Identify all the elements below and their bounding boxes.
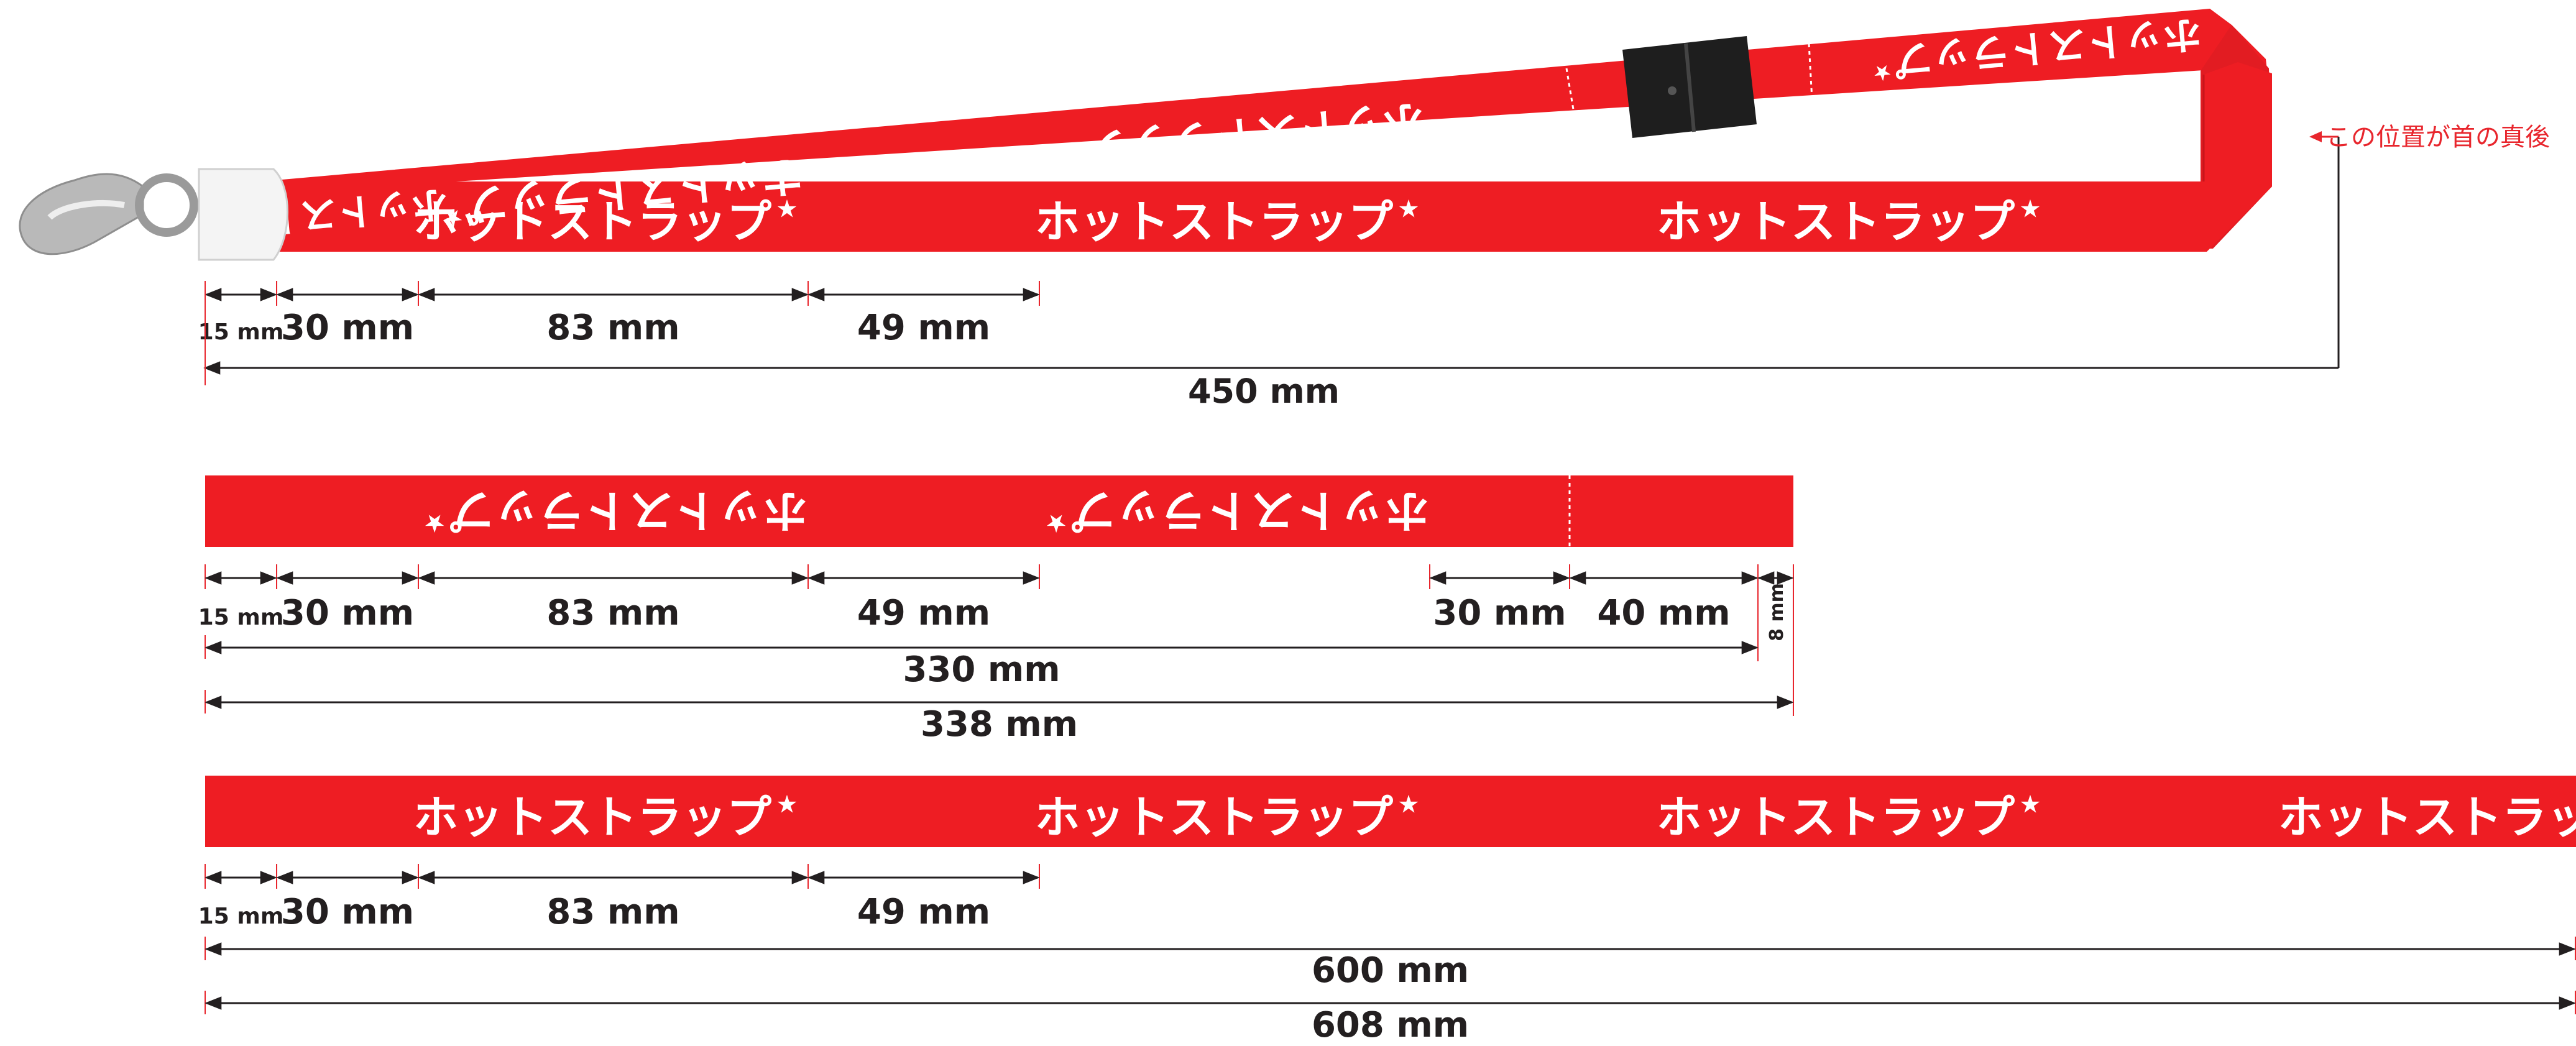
dimension-label: 30 mm: [281, 892, 414, 932]
star-icon: ★: [2019, 791, 2041, 819]
lobster-clasp: [19, 173, 198, 255]
brand-print: ホットストラップ★: [2278, 791, 2576, 843]
brand-text: ホットストラップ: [413, 196, 771, 248]
stitch-line: [1808, 43, 1813, 100]
dimension-label: 83 mm: [546, 308, 679, 348]
strap-end-cap: [198, 168, 288, 261]
brand-text: ホットストラップ: [450, 484, 808, 536]
star-icon: ★: [129, 229, 150, 254]
brand-text: ホットストラップ: [1035, 196, 1393, 248]
dimension-label: 83 mm: [546, 593, 679, 633]
dimension-label: 83 mm: [546, 892, 679, 932]
star-icon: ★: [1063, 148, 1086, 177]
star-icon: ★: [776, 195, 798, 224]
lanyard-upper-strap: [261, 9, 2272, 194]
brand-print: ホットストラップ★: [413, 791, 798, 843]
dimension-label: 30 mm: [281, 308, 414, 348]
brand-print: ホットストラップ★: [413, 195, 798, 248]
breakaway-buckle: [1622, 36, 1757, 138]
brand-text: ホットストラップ: [1072, 484, 1430, 536]
brand-text: ホットストラップ: [2278, 791, 2576, 843]
strip-600-band: [205, 776, 2576, 847]
brand-text: ホットストラップ: [1657, 196, 2015, 248]
stitch-line: [1565, 68, 1577, 125]
brand-print: ホットストラップ★: [1035, 791, 1420, 843]
brand-text: ホットストラップ: [1035, 791, 1393, 843]
star-icon: ★: [441, 204, 464, 233]
front-strap-prints: ホットストラップ★ホットストラップ★ホットストラップ★: [413, 195, 2041, 248]
dimension-label: 600 mm: [1312, 950, 1469, 991]
brand-text: ホットストラップ: [413, 791, 771, 843]
strip-330: ホットストラップ★ホットストラップ★: [205, 475, 1793, 547]
dimension-label: 49 mm: [857, 892, 990, 932]
brand-print: ホットストラップ★: [1657, 791, 2041, 843]
brand-text: ホットストラップ: [1657, 791, 2015, 843]
star-icon: ★: [1045, 508, 1067, 537]
star-icon: ★: [1397, 195, 1419, 224]
dimension-label: 15 mm: [198, 904, 284, 929]
brand-print: ホットストラップ★: [1657, 195, 2041, 248]
brand-print: ホットストラップ★: [1045, 484, 1430, 537]
star-icon: ★: [2019, 195, 2041, 224]
dimension-label: 330 mm: [903, 649, 1060, 690]
end-tab-label: 8 mm: [1766, 583, 1788, 641]
strip-600: ホットストラップ★ホットストラップ★ホットストラップ★ホットストラップ★: [205, 776, 2576, 847]
neck-position-note-text: この位置が首の真後: [2326, 123, 2550, 152]
dimension-label: 15 mm: [198, 605, 284, 630]
lanyard-front-strap: [261, 62, 2272, 252]
strip-600-prints: ホットストラップ★ホットストラップ★ホットストラップ★ホットストラップ★: [413, 791, 2576, 843]
strip-330-prints: ホットストラップ★ホットストラップ★: [423, 484, 1430, 537]
dimension-label: 15 mm: [198, 319, 284, 345]
star-icon: ★: [1872, 59, 1893, 86]
dimension-label: 30 mm: [281, 593, 414, 633]
arrow-left-icon: [2309, 131, 2322, 142]
dimension-label: 338 mm: [921, 704, 1078, 745]
brand-print: ホットストラップ★: [1035, 195, 1420, 248]
star-icon: ★: [1397, 791, 1419, 819]
strip-330-band: [205, 475, 1793, 547]
dimension-label: 30 mm: [1433, 593, 1566, 633]
lanyard-total-label: 450 mm: [1188, 372, 1340, 411]
neck-position-note: この位置が首の真後: [203, 123, 2550, 375]
star-icon: ★: [423, 508, 445, 537]
assembled-lanyard: ホットストラップ★ホットストラップ★ホットストラップ★ホットストラップ★ ホット…: [19, 9, 2272, 261]
dimension-label: 608 mm: [1312, 1005, 1469, 1045]
brand-print: ホットストラップ★: [423, 484, 808, 537]
star-icon: ★: [776, 791, 798, 819]
dimension-label: 49 mm: [857, 593, 990, 633]
dimension-label: 40 mm: [1597, 593, 1730, 633]
dimension-label: 49 mm: [857, 308, 990, 348]
